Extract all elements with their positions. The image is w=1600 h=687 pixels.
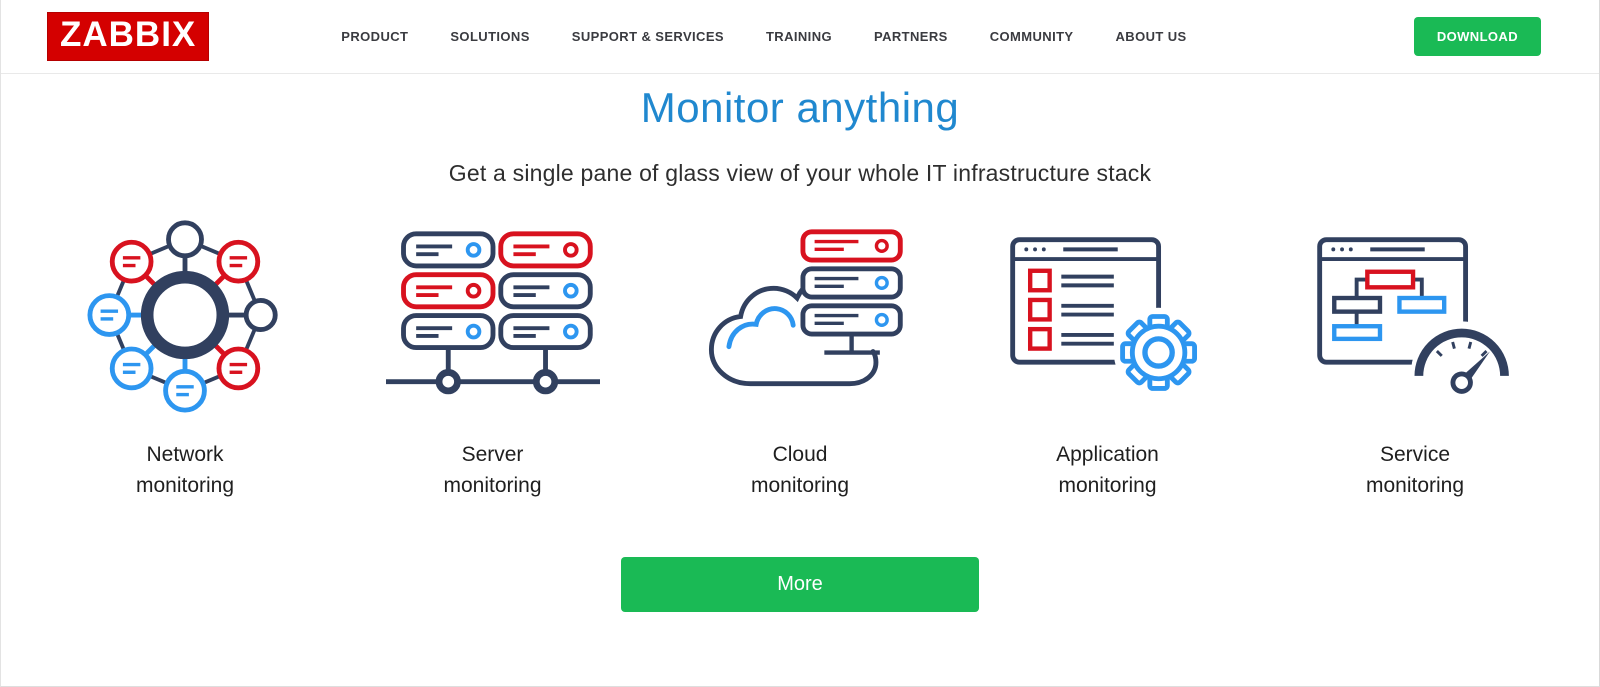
zabbix-logo[interactable]: ZABBIX bbox=[47, 12, 210, 61]
gear-icon bbox=[1113, 307, 1203, 397]
nav-item-community[interactable]: COMMUNITY bbox=[989, 29, 1074, 44]
page-subtitle: Get a single pane of glass view of your … bbox=[448, 160, 1152, 186]
application-monitoring-icon bbox=[1009, 236, 1203, 397]
nav-item-partners[interactable]: PARTNERS bbox=[874, 29, 948, 44]
gauge-icon bbox=[1411, 320, 1513, 409]
feature-label: Server monitoring bbox=[443, 443, 542, 498]
nav-item-solutions[interactable]: SOLUTIONS bbox=[450, 29, 530, 44]
service-monitoring-icon bbox=[1317, 236, 1513, 409]
server-monitoring-icon bbox=[385, 231, 600, 395]
network-monitoring-icon bbox=[87, 220, 278, 413]
feature-cloud-monitoring[interactable]: Cloud monitoring bbox=[655, 217, 945, 501]
page-title: Monitor anything bbox=[640, 84, 960, 131]
more-button[interactable]: More bbox=[621, 557, 979, 613]
more-button-row: More bbox=[1, 557, 1599, 613]
cloud-monitoring-icon bbox=[708, 228, 903, 386]
feature-server-monitoring[interactable]: Server monitoring bbox=[348, 217, 638, 501]
feature-network-monitoring[interactable]: Network monitoring bbox=[40, 217, 330, 501]
feature-label: Application monitoring bbox=[1056, 443, 1159, 498]
feature-application-monitoring[interactable]: Application monitoring bbox=[963, 217, 1253, 501]
nav-item-about-us[interactable]: ABOUT US bbox=[1115, 29, 1187, 44]
nav-item-training[interactable]: TRAINING bbox=[765, 29, 832, 44]
main-nav: PRODUCT SOLUTIONS SUPPORT & SERVICES TRA… bbox=[341, 29, 1186, 44]
site-header: ZABBIX PRODUCT SOLUTIONS SUPPORT & SERVI… bbox=[1, 0, 1599, 74]
feature-service-monitoring[interactable]: Service monitoring bbox=[1270, 217, 1560, 501]
feature-row: Network monitoring bbox=[40, 217, 1560, 501]
nav-item-support-services[interactable]: SUPPORT & SERVICES bbox=[571, 29, 724, 44]
feature-label: Cloud monitoring bbox=[750, 443, 850, 498]
feature-label: Network monitoring bbox=[135, 443, 235, 498]
nav-item-product[interactable]: PRODUCT bbox=[341, 29, 409, 44]
monitor-anything-section: Monitor anything Get a single pane of gl… bbox=[1, 84, 1599, 613]
download-button[interactable]: DOWNLOAD bbox=[1413, 17, 1541, 56]
feature-label: Service monitoring bbox=[1365, 443, 1465, 498]
